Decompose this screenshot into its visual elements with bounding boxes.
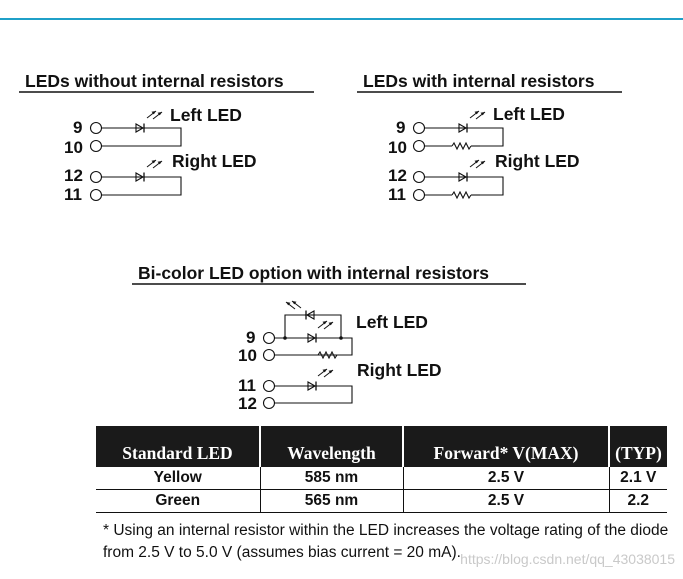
right-led-diode: [306, 380, 318, 392]
pin-10-label: 10: [64, 138, 83, 157]
left-led-emission-arrows: [469, 110, 486, 120]
right-led-label: Right LED: [172, 151, 257, 171]
table-row: Green 565 nm 2.5 V 2.2: [96, 489, 667, 513]
left-led-diode: [457, 122, 469, 134]
bicolor-led-diode-reverse: [304, 309, 316, 321]
section-title-with: LEDs with internal resistors: [363, 71, 595, 91]
pin-10-label: 10: [238, 346, 257, 365]
pin-12-terminal: [89, 170, 103, 184]
table-header-row: Standard LED Wavelength Forward* V(MAX) …: [96, 426, 667, 467]
right-led-label: Right LED: [357, 360, 442, 380]
cell-wavelength: 585 nm: [259, 467, 403, 490]
section-bicolor: Bi-color LED option with internal resist…: [132, 263, 526, 413]
pin-12-terminal: [262, 396, 276, 410]
pin-9-terminal: [262, 331, 276, 345]
left-led-emission-arrows: [146, 110, 163, 120]
header-typ: (TYP): [608, 426, 667, 467]
table-row: Yellow 585 nm 2.5 V 2.1 V: [96, 467, 667, 490]
pin-11-terminal: [412, 188, 426, 202]
pin-12-terminal: [412, 170, 426, 184]
pin-11-terminal: [89, 188, 103, 202]
pin-11-label: 11: [64, 185, 82, 204]
header-forward-vmax: Forward* V(MAX): [402, 426, 609, 467]
pin-12-label: 12: [238, 394, 257, 413]
cell-color: Yellow: [96, 467, 260, 490]
section-title-bicolor: Bi-color LED option with internal resist…: [138, 263, 489, 283]
bicolor-emission-arrows-reverse: [285, 300, 302, 310]
led-spec-table: Standard LED Wavelength Forward* V(MAX) …: [96, 426, 667, 513]
right-led-emission-arrows: [317, 368, 334, 378]
pin-11-label: 11: [238, 376, 256, 395]
pin-10-terminal: [262, 348, 276, 362]
right-led-resistor: [451, 191, 472, 199]
pin-10-label: 10: [388, 138, 407, 157]
header-standard-led: Standard LED: [96, 426, 260, 467]
section-title-without: LEDs without internal resistors: [25, 71, 284, 91]
pin-9-label: 9: [73, 118, 82, 137]
right-led-emission-arrows: [469, 159, 486, 169]
bicolor-emission-arrows-forward: [317, 320, 334, 330]
section-without-resistors: LEDs without internal resistors 9 10 Lef…: [19, 71, 314, 204]
right-led-emission-arrows: [146, 159, 163, 169]
right-led-label: Right LED: [495, 151, 580, 171]
cell-color: Green: [96, 489, 260, 513]
left-led-label: Left LED: [493, 104, 565, 124]
pin-11-terminal: [262, 379, 276, 393]
pin-12-label: 12: [388, 166, 407, 185]
pin-10-terminal: [89, 139, 103, 153]
pin-12-label: 12: [64, 166, 83, 185]
pin-9-label: 9: [246, 328, 255, 347]
bicolor-led-diode-forward: [306, 332, 318, 344]
right-led-diode: [134, 171, 146, 183]
footnote: * Using an internal resistor within the …: [103, 522, 669, 561]
pin-10-terminal: [412, 139, 426, 153]
cell-wavelength: 565 nm: [259, 489, 403, 513]
cell-typ: 2.2: [608, 489, 667, 513]
left-led-diode: [134, 122, 146, 134]
cell-vmax: 2.5 V: [402, 467, 609, 490]
right-led-diode: [457, 171, 469, 183]
left-led-label: Left LED: [356, 312, 428, 332]
left-led-label: Left LED: [170, 105, 242, 125]
cell-vmax: 2.5 V: [402, 489, 609, 513]
pin-9-label: 9: [396, 118, 405, 137]
left-led-resistor: [451, 142, 472, 150]
pin-11-label: 11: [388, 185, 406, 204]
header-wavelength: Wavelength: [259, 426, 403, 467]
top-rule: [0, 18, 683, 20]
cell-typ: 2.1 V: [608, 467, 667, 490]
pin-9-terminal: [89, 121, 103, 135]
watermark: https://blog.csdn.net/qq_43038015: [460, 551, 675, 567]
pin-9-terminal: [412, 121, 426, 135]
section-with-resistors: LEDs with internal resistors 9 10 Left L…: [357, 71, 622, 204]
